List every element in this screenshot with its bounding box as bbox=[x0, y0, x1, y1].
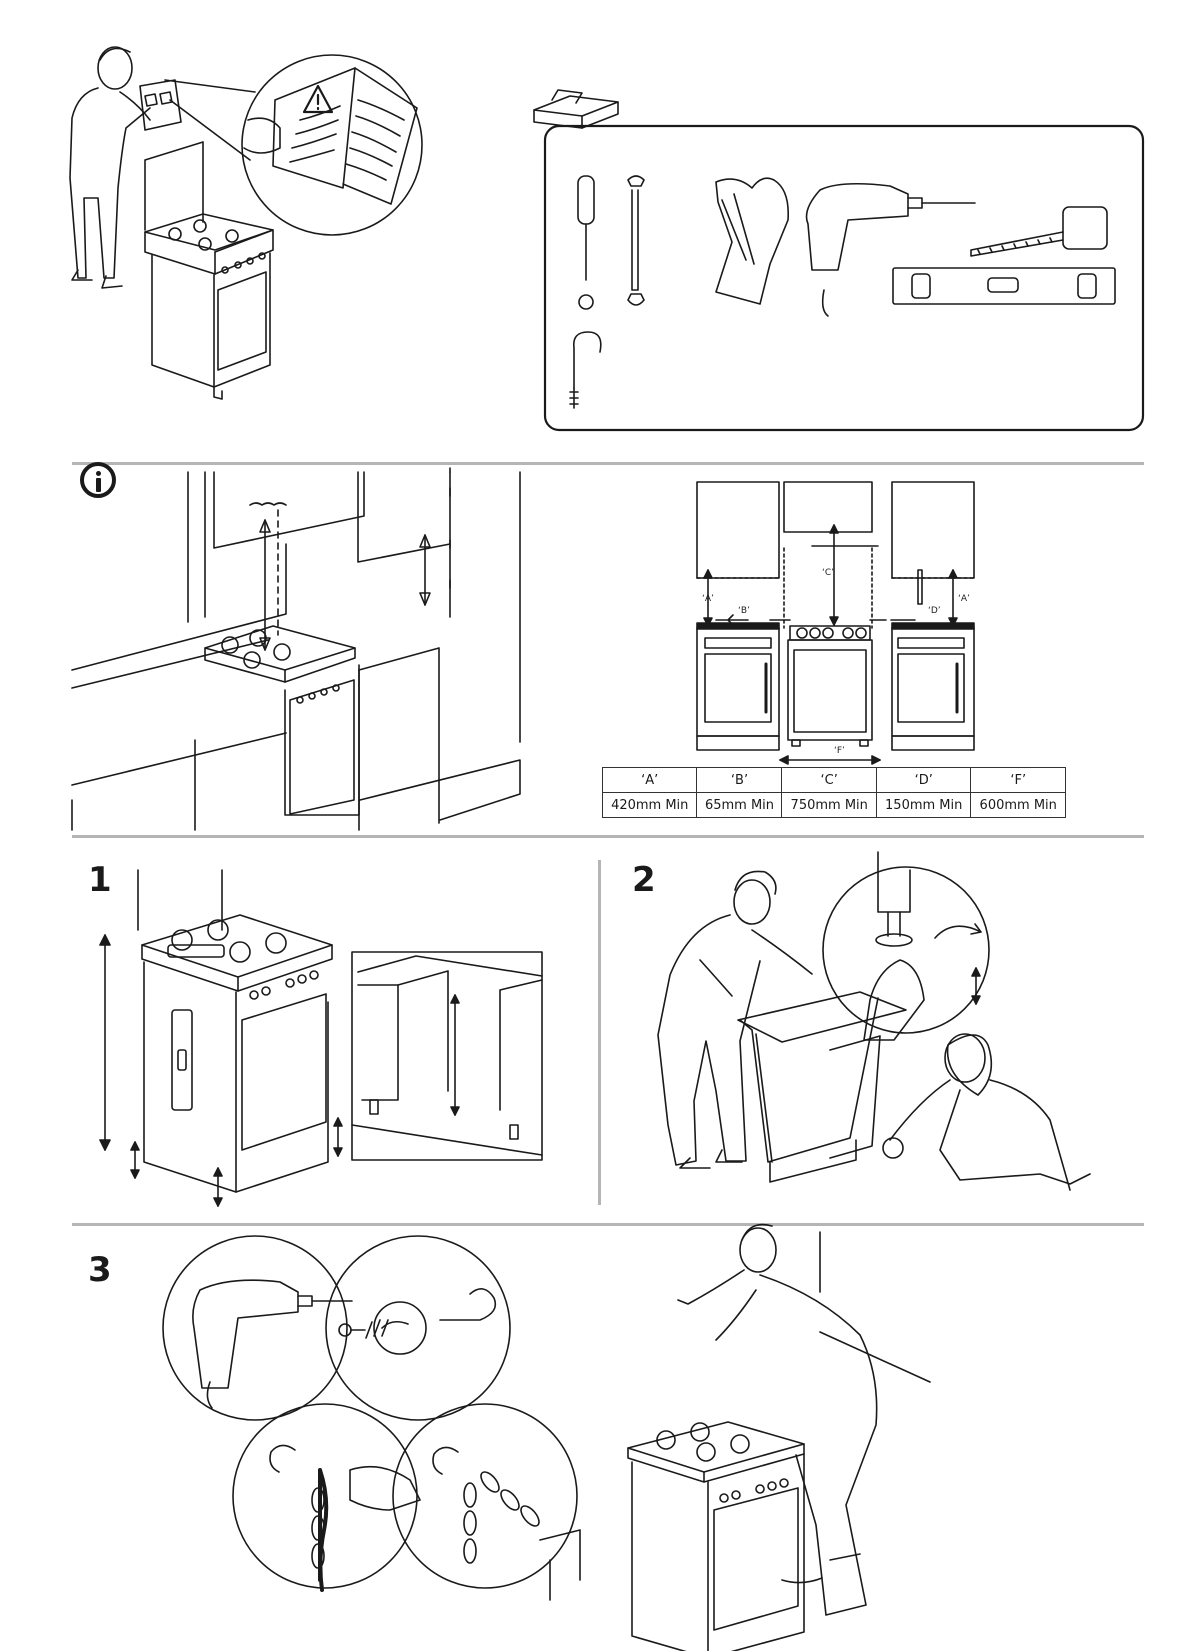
cooker-top-left bbox=[145, 142, 273, 399]
dimension-label-f: ‘F’ bbox=[834, 746, 845, 756]
gloves-icon bbox=[716, 178, 788, 304]
screwdriver-icon bbox=[578, 176, 594, 309]
dimension-label-b: ‘B’ bbox=[738, 606, 750, 616]
tape-measure-icon bbox=[971, 207, 1107, 256]
wrench-icon bbox=[628, 176, 644, 305]
step1-cooker-level bbox=[100, 870, 542, 1206]
header-cell-d: ‘D’ bbox=[876, 768, 970, 793]
step2-adjust-feet bbox=[658, 852, 1090, 1190]
dimension-label-d: ‘D’ bbox=[928, 606, 941, 616]
value-cell-f: 600mm Min bbox=[971, 793, 1066, 818]
header-cell-f: ‘F’ bbox=[971, 768, 1066, 793]
warning-triangle-icon bbox=[304, 86, 332, 112]
kitchen-perspective bbox=[72, 468, 520, 830]
value-cell-c: 750mm Min bbox=[782, 793, 876, 818]
value-cell-d: 150mm Min bbox=[876, 793, 970, 818]
toolbox-icon bbox=[534, 90, 618, 128]
dimension-label-a-left: ‘A’ bbox=[702, 594, 714, 604]
screw-hook-icon bbox=[570, 332, 601, 408]
tool-panel-frame bbox=[545, 126, 1143, 430]
dimension-label-c: ‘C’ bbox=[822, 568, 834, 578]
info-icon-stem bbox=[96, 478, 101, 492]
dimension-label-a-right: ‘A’ bbox=[958, 594, 970, 604]
person-reading-manual bbox=[70, 47, 181, 288]
step-number-1: 1 bbox=[88, 860, 112, 900]
clearance-table: ‘A’ ‘B’ ‘C’ ‘D’ ‘F’ 420mm Min 65mm Min 7… bbox=[602, 767, 1066, 818]
info-icon bbox=[80, 462, 116, 498]
header-cell-c: ‘C’ bbox=[782, 768, 876, 793]
info-icon-dot bbox=[96, 471, 101, 476]
drill-icon bbox=[807, 184, 976, 316]
step3-secure-chain bbox=[163, 1225, 930, 1651]
spirit-level-icon bbox=[893, 268, 1115, 304]
header-cell-a: ‘A’ bbox=[603, 768, 697, 793]
value-cell-b: 65mm Min bbox=[697, 793, 782, 818]
clearance-value-row: 420mm Min 65mm Min 750mm Min 150mm Min 6… bbox=[603, 793, 1066, 818]
step-number-3: 3 bbox=[88, 1250, 112, 1290]
step-number-2: 2 bbox=[632, 860, 656, 900]
clearance-diagram bbox=[697, 482, 974, 764]
clearance-header-row: ‘A’ ‘B’ ‘C’ ‘D’ ‘F’ bbox=[603, 768, 1066, 793]
value-cell-a: 420mm Min bbox=[603, 793, 697, 818]
header-cell-b: ‘B’ bbox=[697, 768, 782, 793]
